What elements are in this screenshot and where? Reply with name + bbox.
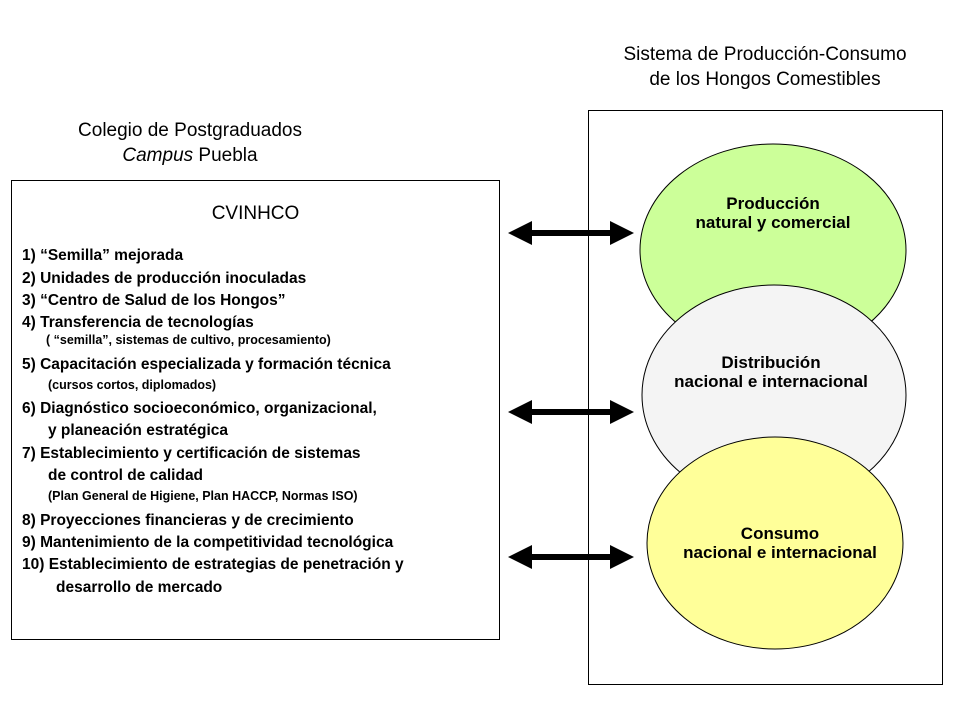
campus-rest: Puebla bbox=[193, 145, 258, 166]
service-item: desarrollo de mercado bbox=[56, 579, 223, 596]
campus-italic: Campus bbox=[122, 145, 194, 166]
service-item: (Plan General de Higiene, Plan HACCP, No… bbox=[48, 489, 358, 503]
service-item: 6) Diagnóstico socioeconómico, organizac… bbox=[22, 400, 377, 417]
left-title: Colegio de Postgraduados Campus Puebla bbox=[0, 118, 380, 168]
service-item: 9) Mantenimiento de la competitividad te… bbox=[22, 534, 394, 551]
service-item: 4) Transferencia de tecnologías bbox=[22, 314, 254, 331]
service-item: 10) Establecimiento de estrategias de pe… bbox=[22, 556, 404, 573]
service-item: (cursos cortos, diplomados) bbox=[48, 378, 217, 392]
service-item: 3) “Centro de Salud de los Hongos” bbox=[22, 292, 286, 309]
system-box bbox=[588, 110, 943, 685]
box-heading: CVINHCO bbox=[211, 203, 300, 224]
service-item: 8) Proyecciones financieras y de crecimi… bbox=[22, 512, 354, 529]
right-title-line2: de los Hongos Comestibles bbox=[649, 69, 881, 90]
service-item: ( “semilla”, sistemas de cultivo, proces… bbox=[46, 333, 331, 347]
consumption-circle bbox=[646, 436, 904, 650]
service-item: 5) Capacitación especializada y formació… bbox=[22, 356, 391, 373]
left-title-line2: Campus Puebla bbox=[0, 143, 380, 168]
right-title-line1: Sistema de Producción-Consumo bbox=[623, 44, 907, 65]
right-title: Sistema de Producción-Consumo de los Hon… bbox=[560, 42, 960, 92]
service-item: 1) “Semilla” mejorada bbox=[22, 247, 184, 264]
left-title-line1: Colegio de Postgraduados bbox=[78, 120, 302, 141]
service-item: y planeación estratégica bbox=[48, 422, 229, 439]
cvinhco-box: CVINHCO 1) “Semilla” mejorada 2) Unidades… bbox=[11, 180, 500, 640]
service-item: de control de calidad bbox=[48, 467, 204, 484]
service-item: 2) Unidades de producción inoculadas bbox=[22, 270, 307, 287]
service-item: 7) Establecimiento y certificación de si… bbox=[22, 445, 361, 462]
